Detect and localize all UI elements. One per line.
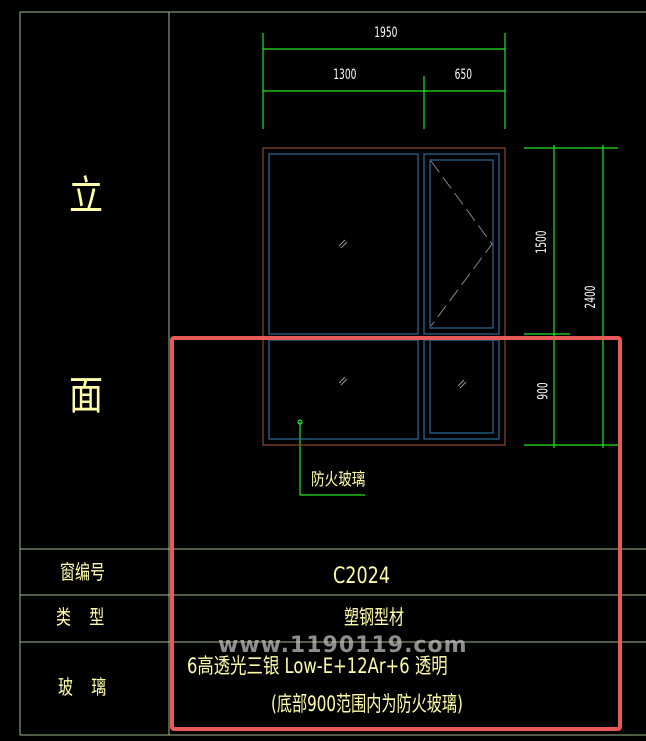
elevation-char-1: 立 bbox=[69, 173, 103, 219]
elevation-char-2: 面 bbox=[69, 373, 103, 419]
label-glass: 玻 璃 bbox=[58, 675, 107, 699]
value-glass: 6高透光三银 Low-E+12Ar+6 透明 bbox=[187, 654, 448, 678]
glass-hatch-mark bbox=[340, 378, 348, 386]
opening-direction-line bbox=[430, 160, 493, 327]
highlight-box bbox=[170, 336, 622, 731]
label-type: 类 型 bbox=[56, 605, 105, 629]
glass-hatch-mark bbox=[338, 239, 346, 247]
frame-lower-right bbox=[423, 339, 500, 440]
dim-right-width: 650 bbox=[454, 67, 473, 83]
glass-hatch-mark bbox=[457, 379, 465, 387]
dim-upper-height: 1500 bbox=[533, 230, 550, 254]
pane-lower-left bbox=[268, 339, 419, 440]
value-glass-note: (底部900范围内为防火玻璃) bbox=[271, 692, 463, 716]
frame-upper-right bbox=[423, 153, 500, 335]
glass-hatch-mark bbox=[459, 381, 467, 389]
glass-hatch-mark bbox=[338, 376, 346, 384]
table-grid bbox=[19, 11, 646, 736]
dim-left-width: 1300 bbox=[333, 67, 357, 83]
watermark: www.1190119.com bbox=[218, 633, 468, 658]
fire-glass-callout: 防火玻璃 bbox=[311, 470, 366, 490]
glass-hatch-marks bbox=[338, 239, 467, 389]
value-type: 塑钢型材 bbox=[344, 605, 404, 629]
dim-total-width: 1950 bbox=[374, 25, 398, 41]
dim-total-height: 2400 bbox=[582, 285, 599, 309]
pane-upper-left bbox=[268, 153, 419, 335]
dimension-lines bbox=[262, 33, 618, 496]
label-window-number: 窗编号 bbox=[60, 560, 105, 584]
dim-lower-height: 900 bbox=[535, 382, 552, 400]
window-sashes bbox=[268, 153, 500, 440]
sash-upper-right bbox=[429, 159, 494, 329]
value-window-number: C2024 bbox=[333, 564, 391, 589]
glass-hatch-mark bbox=[340, 241, 348, 249]
window-elevation bbox=[262, 147, 506, 446]
callout-leader-dot bbox=[297, 419, 303, 425]
window-outer-frame bbox=[262, 147, 506, 446]
